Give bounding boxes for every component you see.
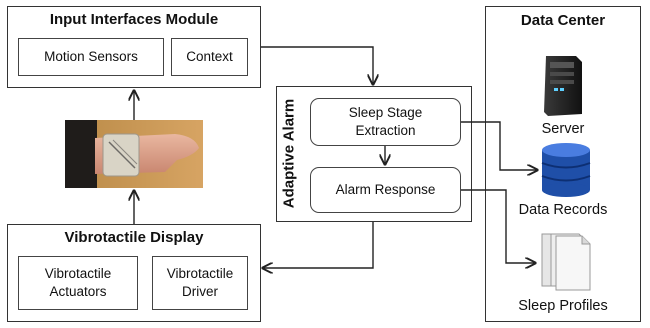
data-records-label: Data Records <box>518 202 608 218</box>
server-icon <box>540 54 584 118</box>
arrow-alarm-to-display <box>263 222 374 268</box>
documents-icon <box>538 228 594 292</box>
server-label: Server <box>541 121 585 137</box>
arrow-input-to-alarm <box>261 46 373 84</box>
sleep-profiles-label: Sleep Profiles <box>518 298 608 314</box>
vibrotactile-driver-label: Vibrotactile Driver <box>166 265 234 299</box>
arrow-response-to-profiles <box>461 189 535 263</box>
motion-sensors-label: Motion Sensors <box>44 48 138 64</box>
sleep-stage-extraction-label: Sleep Stage Extraction <box>348 104 423 138</box>
vibro-display-title: Vibrotactile Display <box>64 229 204 246</box>
vibrotactile-driver-box: Vibrotactile Driver <box>152 256 248 310</box>
input-module-title: Input Interfaces Module <box>49 11 219 28</box>
vibrotactile-actuators-label: Vibrotactile Actuators <box>44 265 112 299</box>
context-label: Context <box>186 48 233 64</box>
motion-sensors-box: Motion Sensors <box>18 38 164 76</box>
sleep-stage-extraction-box: Sleep Stage Extraction <box>310 98 461 146</box>
data-center-title: Data Center <box>520 12 606 29</box>
wrist-photo <box>65 120 203 188</box>
alarm-response-box: Alarm Response <box>310 167 461 213</box>
database-icon <box>540 142 592 198</box>
vibrotactile-actuators-box: Vibrotactile Actuators <box>18 256 138 310</box>
context-box: Context <box>171 38 248 76</box>
arrow-stage-to-records <box>461 121 537 170</box>
alarm-response-label: Alarm Response <box>335 181 436 197</box>
